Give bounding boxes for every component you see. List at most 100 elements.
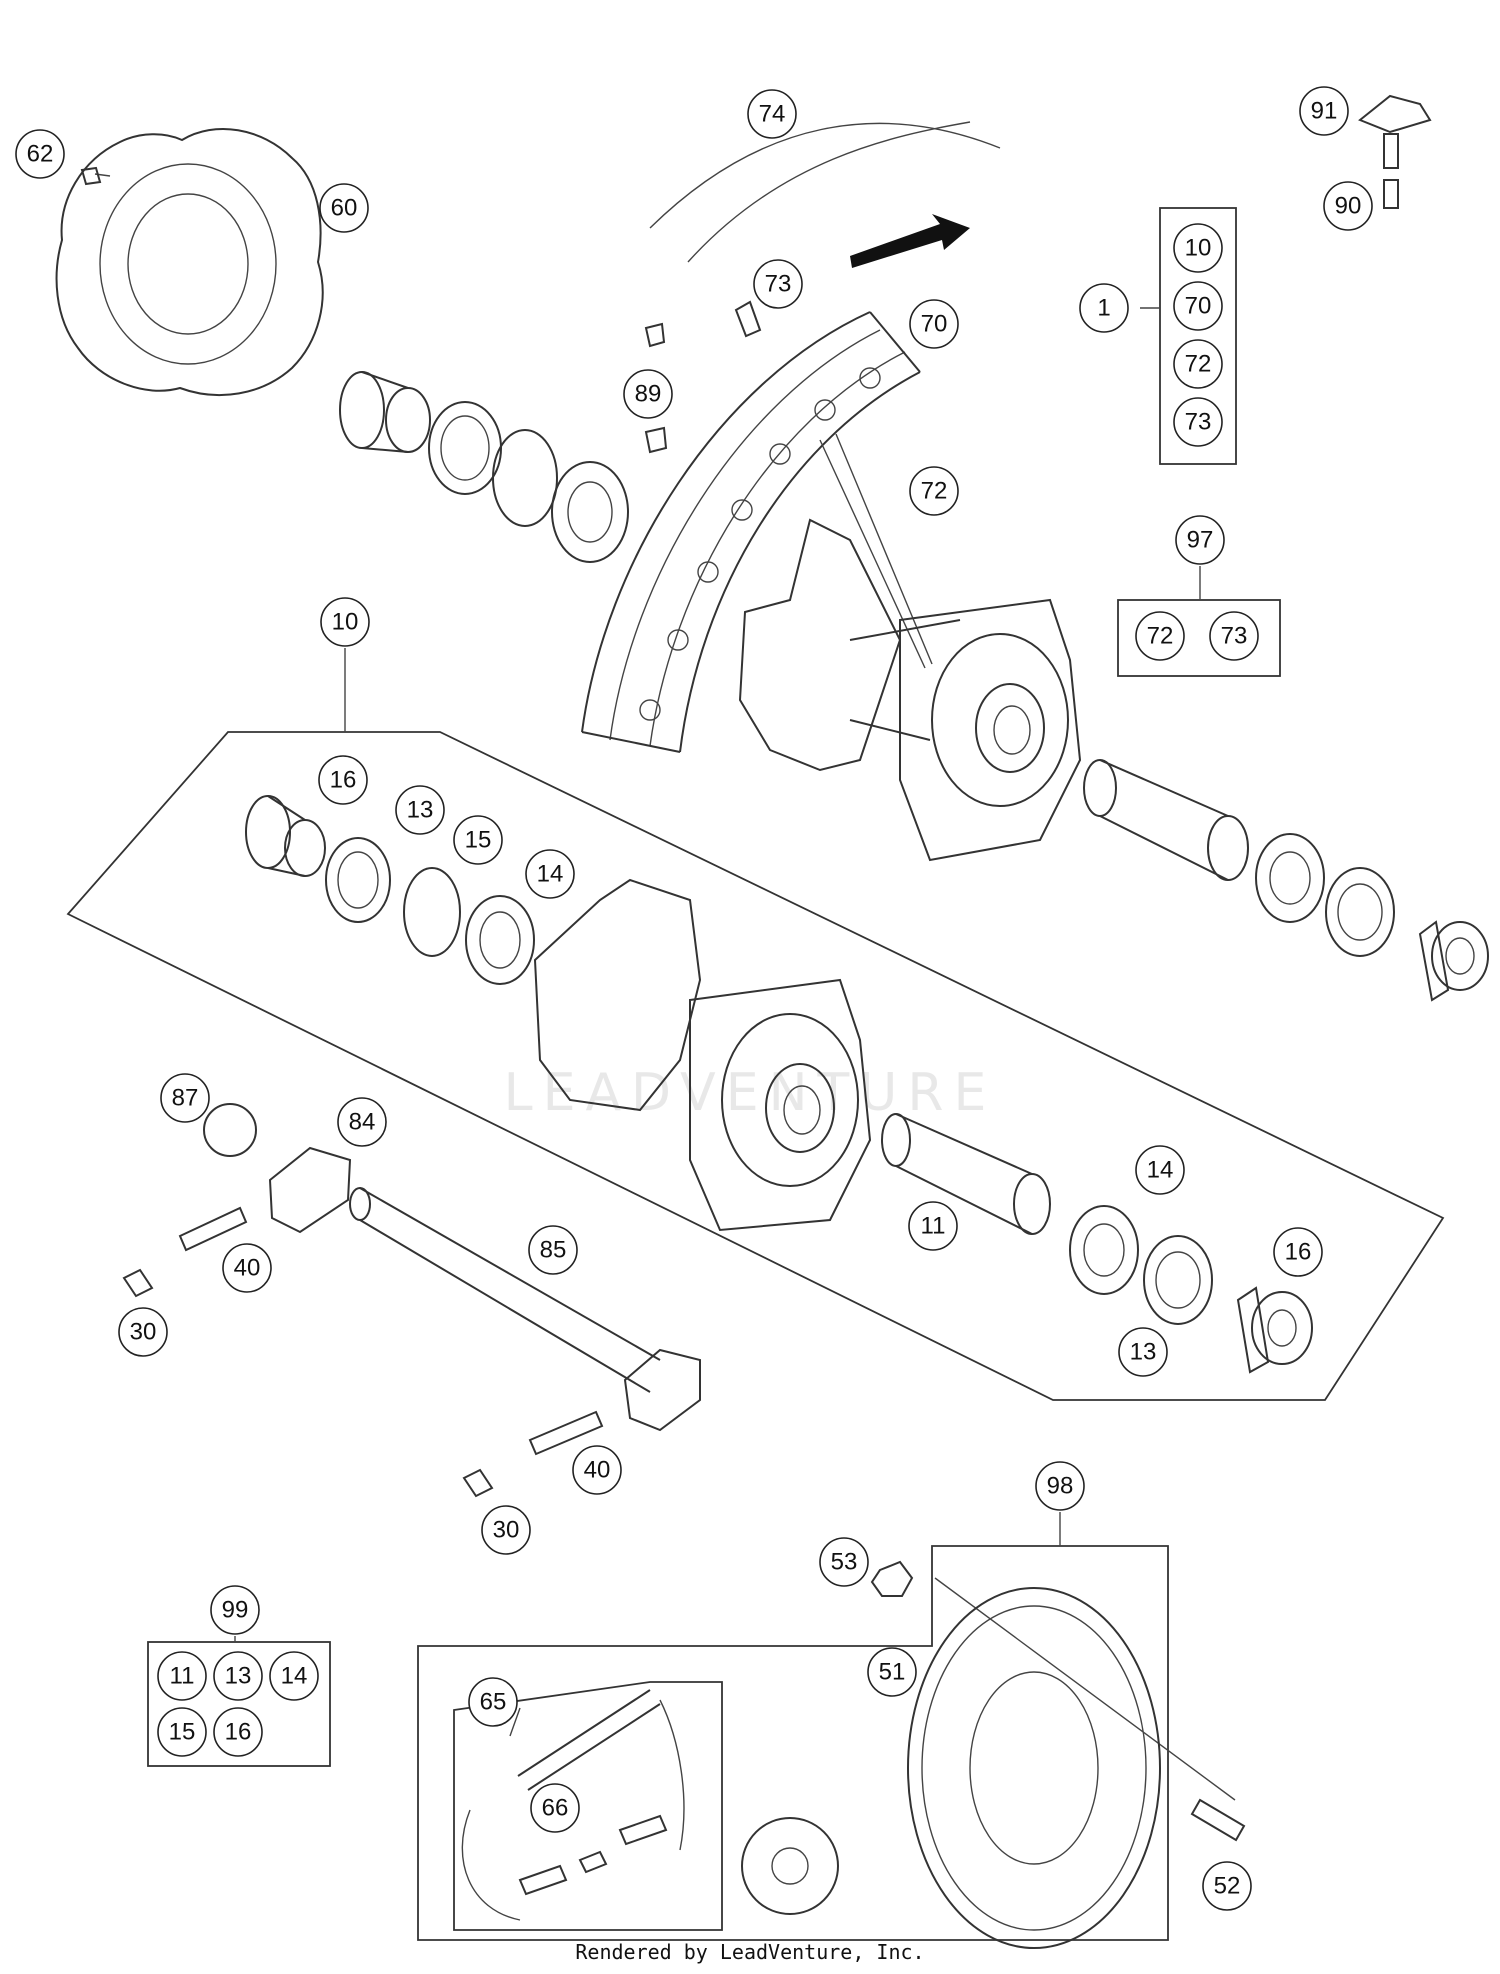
svg-text:30: 30 bbox=[493, 1517, 520, 1544]
watermark-text: LEADVENTURE bbox=[504, 1063, 997, 1123]
svg-text:51: 51 bbox=[879, 1659, 906, 1686]
callout-99: 99 bbox=[210, 1585, 260, 1635]
callout-70-rim: 70 bbox=[909, 299, 959, 349]
callout-10-hub: 10 bbox=[320, 597, 370, 647]
svg-text:66: 66 bbox=[542, 1795, 569, 1822]
rim-part bbox=[581, 311, 921, 753]
svg-text:11: 11 bbox=[921, 1213, 946, 1240]
hub-group-box bbox=[66, 731, 1445, 1401]
axle-part bbox=[349, 1187, 661, 1393]
svg-text:13: 13 bbox=[407, 797, 434, 824]
callout-90: 90 bbox=[1323, 181, 1373, 231]
callout-40-left: 40 bbox=[222, 1243, 272, 1293]
svg-text:16: 16 bbox=[1285, 1239, 1312, 1266]
callout-65: 65 bbox=[468, 1677, 518, 1727]
rendered-by-footer: Rendered by LeadVenture, Inc. bbox=[575, 1940, 925, 1964]
svg-text:73: 73 bbox=[1185, 409, 1212, 436]
svg-text:11: 11 bbox=[170, 1663, 195, 1690]
svg-text:14: 14 bbox=[281, 1663, 308, 1690]
callout-51: 51 bbox=[867, 1647, 917, 1697]
callout-89: 89 bbox=[623, 369, 673, 419]
callout-16-kit: 16 bbox=[213, 1707, 263, 1757]
callout-62: 62 bbox=[15, 129, 65, 179]
callout-60: 60 bbox=[319, 183, 369, 233]
svg-text:72: 72 bbox=[1147, 623, 1174, 650]
chain-kit-box bbox=[453, 1681, 723, 1931]
upper-hub-assembly bbox=[738, 518, 1082, 862]
rim-strap-part bbox=[1358, 94, 1432, 209]
callout-11-spacer: 11 bbox=[908, 1201, 958, 1251]
svg-text:15: 15 bbox=[465, 827, 492, 854]
svg-text:40: 40 bbox=[584, 1457, 611, 1484]
svg-text:16: 16 bbox=[225, 1719, 252, 1746]
svg-text:13: 13 bbox=[1130, 1339, 1157, 1366]
callout-11-kit: 11 bbox=[157, 1651, 207, 1701]
sprocket-nut-part bbox=[870, 1560, 914, 1597]
svg-text:97: 97 bbox=[1187, 527, 1214, 554]
drive-kit-box-98 bbox=[417, 1545, 1169, 1941]
spoke-part bbox=[819, 433, 933, 669]
callout-13-kit: 13 bbox=[213, 1651, 263, 1701]
svg-text:87: 87 bbox=[172, 1085, 199, 1112]
svg-text:74: 74 bbox=[759, 101, 786, 128]
adjuster-bolt-right-part bbox=[462, 1410, 604, 1498]
svg-text:13: 13 bbox=[225, 1663, 252, 1690]
brake-disc-part bbox=[55, 128, 324, 397]
callout-87: 87 bbox=[160, 1073, 210, 1123]
callout-98: 98 bbox=[1035, 1461, 1085, 1511]
leader-lines bbox=[94, 173, 1236, 1801]
chain-adjuster-right-part bbox=[623, 1348, 701, 1432]
svg-text:73: 73 bbox=[765, 271, 792, 298]
upper-right-spacer-stack bbox=[1083, 759, 1489, 1002]
front-sprocket-part bbox=[741, 1817, 839, 1915]
callout-14-left: 14 bbox=[525, 849, 575, 899]
kit-box-99 bbox=[147, 1641, 331, 1767]
svg-text:40: 40 bbox=[234, 1255, 261, 1282]
disc-bolt-part bbox=[80, 166, 102, 186]
svg-text:62: 62 bbox=[27, 141, 54, 168]
svg-text:99: 99 bbox=[222, 1597, 249, 1624]
callout-30-left: 30 bbox=[118, 1307, 168, 1357]
callout-13-left: 13 bbox=[395, 785, 445, 835]
svg-text:52: 52 bbox=[1214, 1873, 1241, 1900]
rear-sprocket-part bbox=[907, 1587, 1161, 1949]
svg-text:15: 15 bbox=[169, 1719, 196, 1746]
callout-73-kit1: 73 bbox=[1173, 397, 1223, 447]
nipple-part bbox=[644, 426, 668, 454]
callout-15-kit: 15 bbox=[157, 1707, 207, 1757]
svg-text:10: 10 bbox=[332, 609, 359, 636]
callout-73-nipple: 73 bbox=[753, 259, 803, 309]
axle-spacer-part bbox=[203, 1103, 257, 1157]
chain-adjuster-left-part bbox=[268, 1146, 352, 1234]
callout-74: 74 bbox=[747, 89, 797, 139]
svg-text:72: 72 bbox=[1185, 351, 1212, 378]
valve-part bbox=[734, 300, 762, 338]
svg-text:53: 53 bbox=[831, 1549, 858, 1576]
lower-right-spacer-stack bbox=[881, 1113, 1313, 1374]
callout-16-left: 16 bbox=[318, 755, 368, 805]
callout-layer: 1 10 10 11 11 13 13 13 14 14 14 15 15 16… bbox=[15, 86, 1373, 1911]
callout-14-right: 14 bbox=[1135, 1145, 1185, 1195]
callout-66: 66 bbox=[530, 1783, 580, 1833]
svg-text:65: 65 bbox=[480, 1689, 507, 1716]
upper-bearing-stack bbox=[339, 371, 629, 563]
callout-73-kit97: 73 bbox=[1209, 611, 1259, 661]
svg-text:16: 16 bbox=[330, 767, 357, 794]
kit-box-97 bbox=[1117, 599, 1281, 677]
svg-text:70: 70 bbox=[1185, 293, 1212, 320]
lower-bearing-stack bbox=[245, 795, 535, 985]
lower-hub-assembly bbox=[533, 878, 872, 1232]
callout-13-right: 13 bbox=[1118, 1327, 1168, 1377]
svg-text:84: 84 bbox=[349, 1109, 376, 1136]
svg-text:98: 98 bbox=[1047, 1473, 1074, 1500]
tire-part bbox=[649, 121, 1001, 263]
callout-72-kit1: 72 bbox=[1173, 339, 1223, 389]
callout-72-kit97: 72 bbox=[1135, 611, 1185, 661]
svg-text:1: 1 bbox=[1097, 295, 1110, 322]
callout-85: 85 bbox=[528, 1225, 578, 1275]
callout-91: 91 bbox=[1299, 86, 1349, 136]
callout-97: 97 bbox=[1175, 515, 1225, 565]
svg-text:10: 10 bbox=[1185, 235, 1212, 262]
